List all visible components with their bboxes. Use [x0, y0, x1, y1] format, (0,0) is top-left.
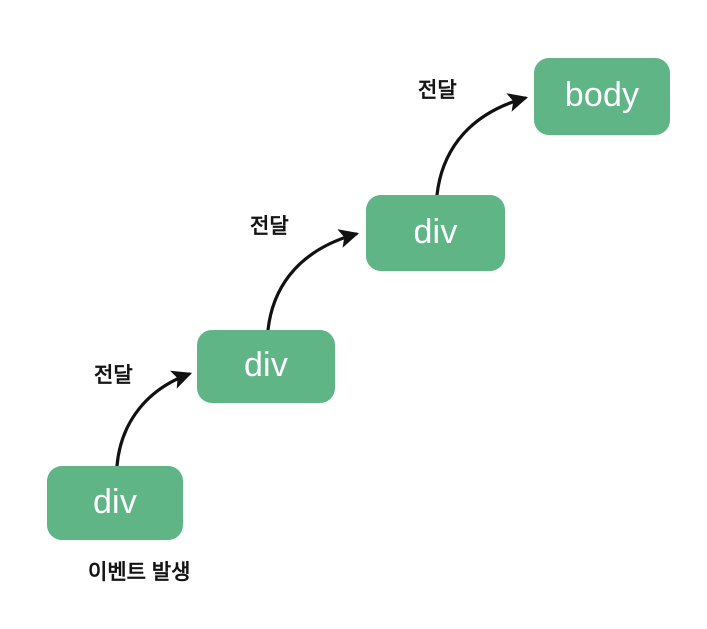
caption-event-origin: 이벤트 발생 [88, 561, 191, 584]
edge-arrow [266, 229, 360, 332]
edge-label-propagate-2: 전달 [250, 215, 289, 238]
node-label: div [243, 346, 289, 384]
node-label: div [413, 212, 458, 251]
edge-label-propagate-3: 전달 [418, 79, 457, 102]
node-label: body [564, 76, 640, 114]
edge-label-propagate-1: 전달 [94, 364, 133, 387]
node-label: div [92, 482, 138, 521]
node-div-second[interactable]: div [197, 330, 335, 403]
edge-arrow [435, 93, 529, 197]
node-body[interactable]: body [534, 58, 670, 135]
edge-arrow [115, 370, 193, 468]
node-div-innermost[interactable]: div [47, 466, 183, 540]
node-div-third[interactable]: div [366, 195, 505, 271]
